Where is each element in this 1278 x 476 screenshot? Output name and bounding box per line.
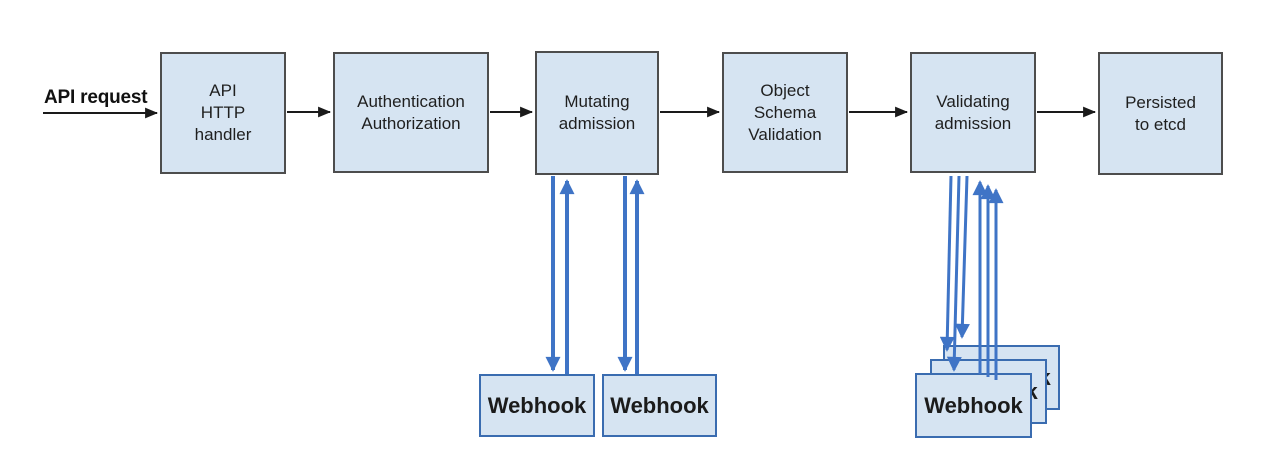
node-authentication-authorization: Authentication Authorization bbox=[333, 52, 489, 173]
webhook-box-mutating-2-label: Webhook bbox=[610, 392, 709, 418]
node-validating-admission: Validating admission bbox=[910, 52, 1036, 173]
node-mutating-admission-label: Mutating admission bbox=[558, 92, 636, 133]
webhook-box-validating-front: Webhook bbox=[915, 373, 1032, 438]
arrow-validating-down-3 bbox=[954, 175, 970, 339]
mutating-webhook-arrows bbox=[545, 176, 645, 374]
node-object-schema-validation-label: Object Schema Validation bbox=[748, 80, 822, 144]
webhook-box-mutating-1: Webhook bbox=[479, 374, 595, 437]
webhook-box-validating-front-label: Webhook bbox=[924, 392, 1023, 418]
node-validating-admission-label: Validating admission bbox=[934, 91, 1012, 133]
node-mutating-admission: Mutating admission bbox=[535, 51, 659, 175]
arrow-validating-down-2 bbox=[946, 175, 962, 372]
webhook-box-mutating-2: Webhook bbox=[602, 374, 717, 437]
node-api-http-handler: API HTTP handler bbox=[160, 52, 286, 174]
node-persisted-to-etcd: Persisted to etcd bbox=[1098, 52, 1223, 175]
api-request-label: API request bbox=[44, 87, 148, 108]
node-api-http-handler-label: API HTTP handler bbox=[194, 81, 252, 144]
node-persisted-to-etcd-label: Persisted to etcd bbox=[1125, 92, 1196, 134]
webhook-box-mutating-1-label: Webhook bbox=[487, 392, 587, 418]
node-authentication-authorization-label: Authentication Authorization bbox=[357, 91, 465, 133]
arrow-validating-down-1 bbox=[939, 175, 955, 352]
node-object-schema-validation: Object Schema Validation bbox=[722, 52, 848, 173]
